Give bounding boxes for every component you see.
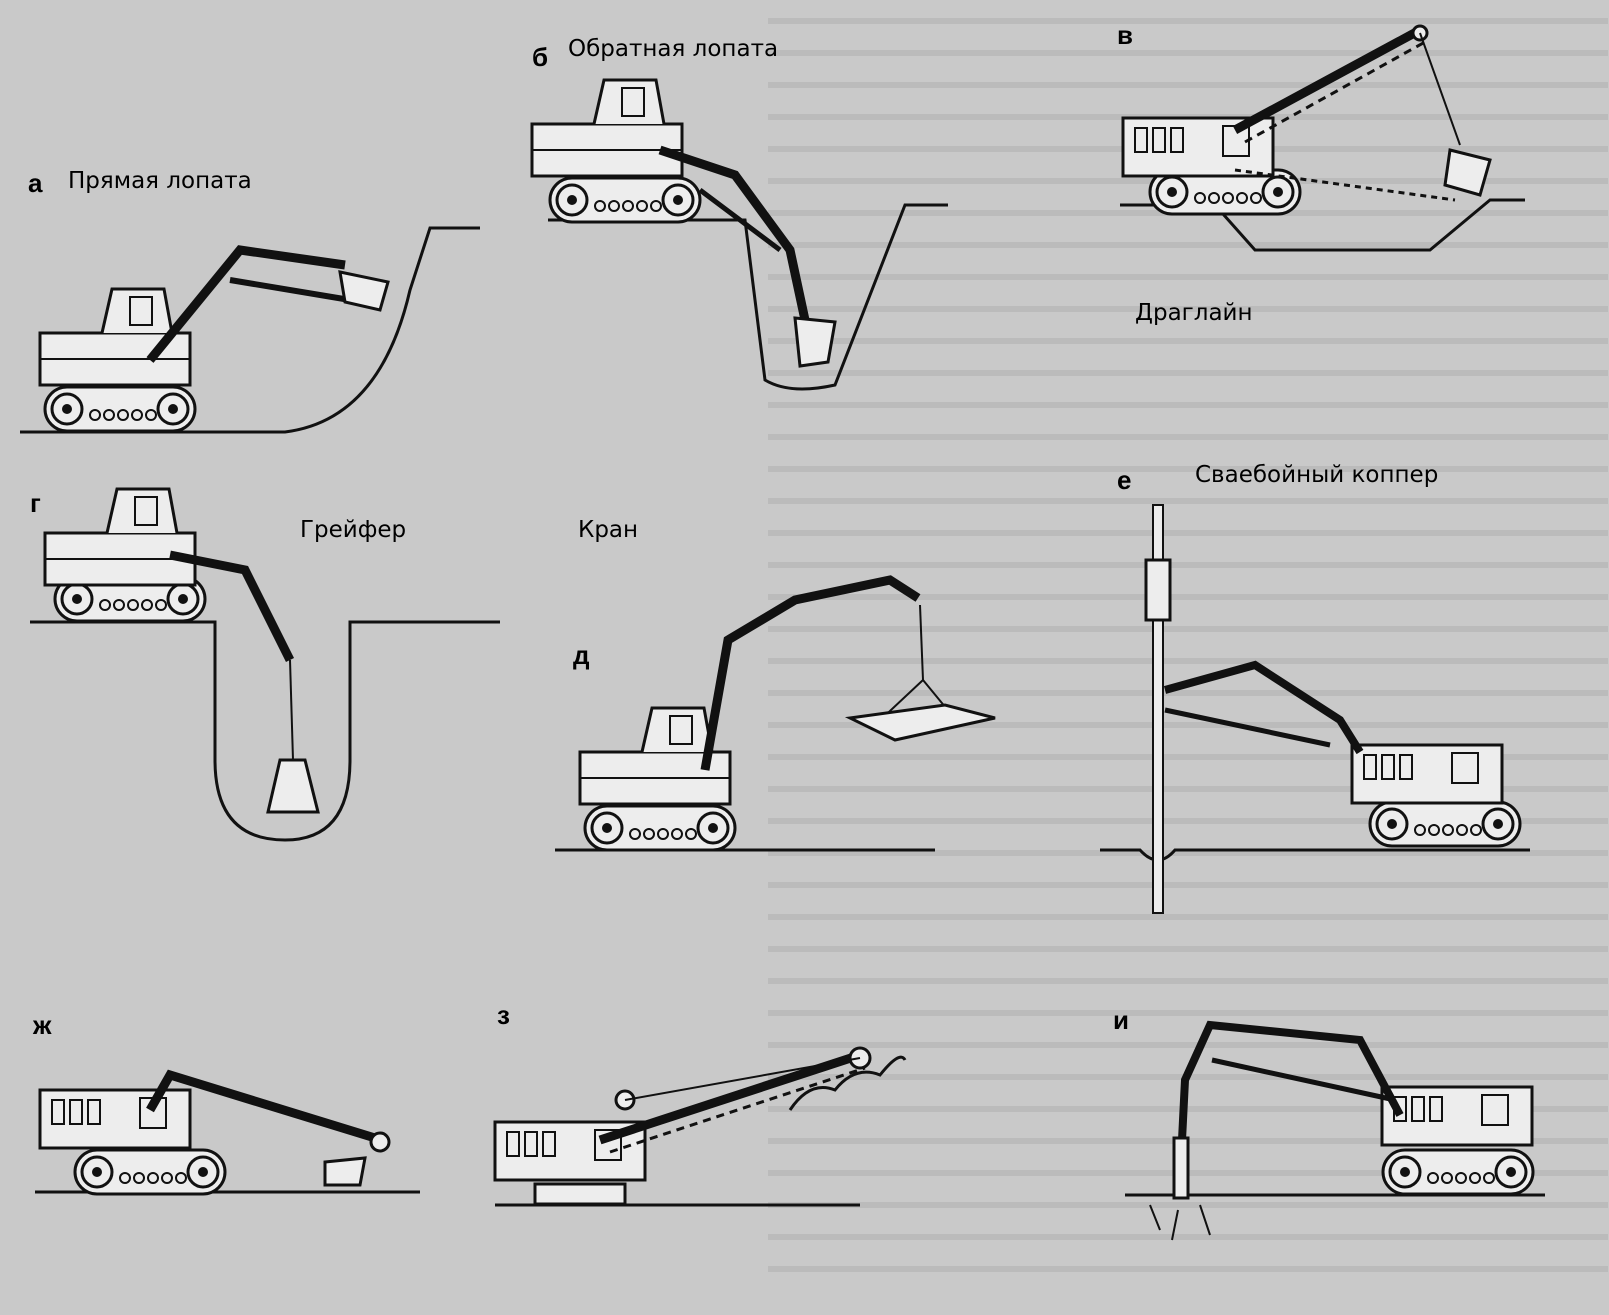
background-text-line	[768, 402, 1608, 438]
background-text-line	[768, 370, 1608, 406]
panel-letter-d: д	[573, 640, 590, 670]
background-text-line	[768, 818, 1608, 854]
panel-g-grab	[30, 487, 500, 842]
background-text-line	[768, 1234, 1608, 1270]
background-text-line	[768, 306, 1608, 342]
background-text-line	[768, 562, 1608, 598]
background-text-line	[768, 658, 1608, 694]
background-text-line	[768, 626, 1608, 662]
panel-d-crane	[555, 575, 996, 852]
background-text-line	[768, 690, 1608, 726]
background-text-line	[768, 498, 1608, 534]
panel-a-front-shovel	[20, 226, 480, 434]
background-text-line	[768, 1042, 1608, 1078]
panel-letter-b: б	[532, 42, 549, 72]
background-text-line	[768, 882, 1608, 918]
panel-caption-g: Грейфер	[300, 517, 407, 543]
panel-letter-zh: ж	[33, 1010, 52, 1040]
panel-i-ripper-hammer	[1125, 1020, 1545, 1241]
panel-letter-z: з	[497, 1000, 510, 1030]
background-text-line	[768, 1266, 1608, 1302]
panel-caption-d: Кран	[578, 517, 639, 543]
background-text-line	[768, 978, 1608, 1014]
background-text-line	[768, 1202, 1608, 1238]
panel-letter-v: в	[1117, 20, 1133, 50]
background-text-line	[768, 1010, 1608, 1046]
panel-v-dragline	[1120, 24, 1525, 252]
panel-zh-backhoe-dragline	[35, 1069, 420, 1196]
background-text-line	[768, 946, 1608, 982]
background-text-line	[768, 242, 1608, 278]
panel-caption-a: Прямая лопата	[68, 168, 252, 194]
panel-letter-i: и	[1113, 1005, 1129, 1035]
panel-caption-e: Сваебойный коппер	[1195, 462, 1439, 488]
background-text-line	[768, 722, 1608, 758]
panel-z-clamshell-crane	[493, 1046, 907, 1207]
panel-e-pile-driver	[1100, 504, 1530, 914]
background-text-line	[768, 338, 1608, 374]
background-text-line	[768, 786, 1608, 822]
background-text-line	[768, 850, 1608, 886]
panel-letter-g: г	[30, 488, 41, 518]
panel-caption-b: Обратная лопата	[568, 36, 779, 62]
panel-letter-e: е	[1117, 465, 1132, 495]
background-text-line	[768, 594, 1608, 630]
panel-caption-v: Драглайн	[1135, 300, 1253, 326]
panel-letter-a: а	[28, 168, 43, 198]
background-text-line	[768, 530, 1608, 566]
background-text-line	[768, 274, 1608, 310]
background-text-line	[768, 466, 1608, 502]
background-text-line	[768, 82, 1608, 118]
background-text-line	[768, 754, 1608, 790]
panel-b-backhoe	[530, 78, 948, 391]
background-text-line	[768, 914, 1608, 950]
background-text-line	[768, 1106, 1608, 1142]
background-text-line	[768, 18, 1608, 54]
background-text-line	[768, 434, 1608, 470]
background-text-line	[768, 50, 1608, 86]
